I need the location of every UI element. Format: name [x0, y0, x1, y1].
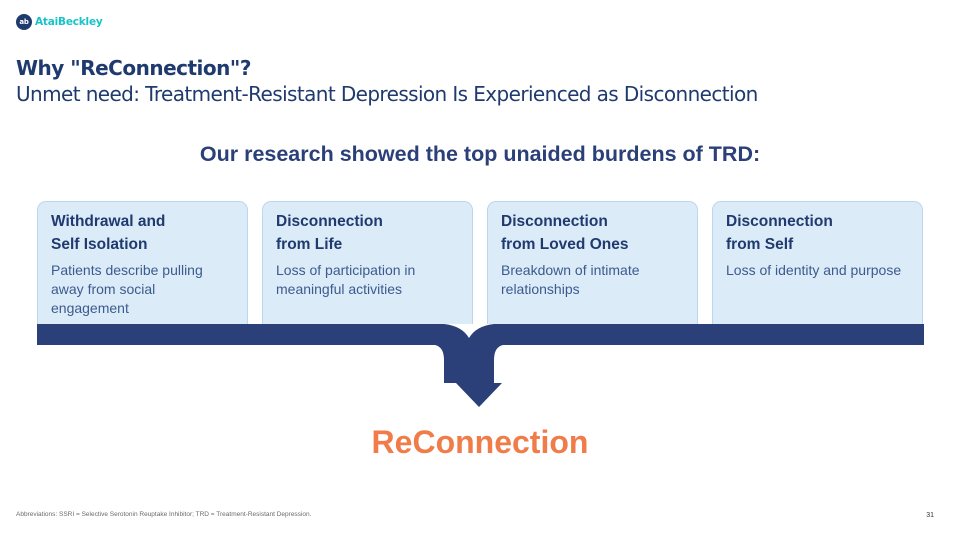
burden-card-description: Loss of identity and purpose — [726, 262, 902, 278]
slide-title: Why "ReConnection"? — [16, 56, 251, 80]
burden-card-description: Loss of participation in meaningful acti… — [276, 262, 416, 297]
bracket-bar-notch — [444, 324, 494, 338]
burden-card-title: Disconnection from Self — [726, 213, 833, 253]
burden-card-title: Withdrawal and Self Isolation — [51, 213, 166, 253]
arrow-shaft — [463, 345, 477, 385]
page-number: 31 — [926, 512, 934, 519]
reconnection-result: ReConnection — [371, 424, 589, 460]
burden-card-description: Breakdown of intimate relationships — [501, 262, 640, 297]
bracket-bar — [37, 324, 924, 383]
burden-card-title: Disconnection from Loved Ones — [501, 213, 629, 253]
company-logo: ab AtaiBeckley — [16, 14, 103, 30]
slide-subtitle: Unmet need: Treatment-Resistant Depressi… — [16, 82, 758, 106]
down-arrowhead — [456, 383, 502, 407]
logo-mark-icon: ab — [16, 14, 32, 30]
burden-card-life: Disconnection from Life Loss of particip… — [262, 201, 473, 325]
research-intro-heading: Our research showed the top unaided burd… — [199, 142, 761, 166]
abbreviations-footnote: Abbreviations: SSRI = Selective Serotoni… — [16, 511, 312, 518]
burden-card-loved-ones: Disconnection from Loved Ones Breakdown … — [487, 201, 698, 325]
burden-card-title: Disconnection from Life — [276, 213, 383, 253]
burden-card-withdrawal: Withdrawal and Self Isolation Patients d… — [37, 201, 248, 325]
logo-wordmark: AtaiBeckley — [35, 16, 103, 28]
burden-card-self: Disconnection from Self Loss of identity… — [712, 201, 923, 325]
burden-card-description: Patients describe pulling away from soci… — [51, 262, 203, 316]
